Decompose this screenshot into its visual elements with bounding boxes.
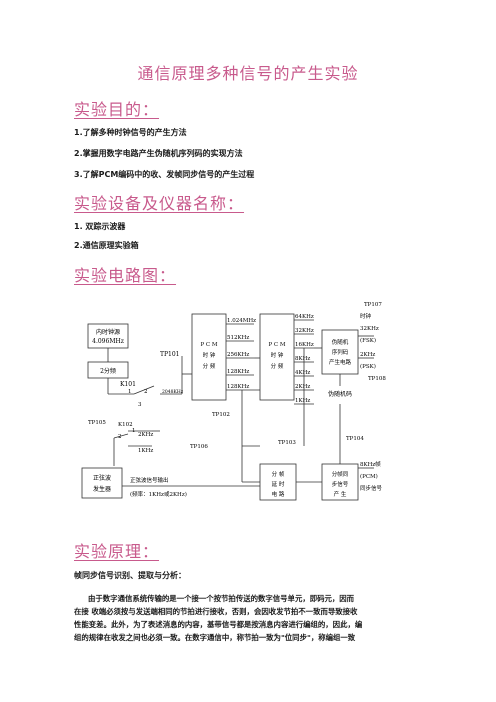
k102-freq2: 1KHz: [138, 448, 153, 454]
principle-line-2: 在接 收端必须按与发送端相同的节拍进行接收，否则，会因收发节拍不一致而导致接收: [74, 607, 358, 616]
tp106-label: TP106: [190, 444, 208, 450]
pcm2-label: P C M: [268, 342, 285, 348]
purpose-item-2: 2.掌握用数字电路产生伪随机序列码的实现方法: [74, 149, 243, 158]
k102-pos1: 1: [132, 428, 136, 434]
k101-pos1: 1: [128, 389, 132, 395]
frame-sync-label-3: 产 生: [334, 490, 347, 498]
purpose-item-3: 3.了解PCM编码中的收、发帧同步信号的产生过程: [74, 170, 255, 179]
pcm1-out-1: 1.024MHz: [227, 318, 256, 324]
principle-line-1: 由于数字通信系统传输的是一个接一个按节拍传送的数字信号单元，即码元，因而: [88, 594, 355, 603]
tp105-label: TP105: [88, 420, 106, 426]
sine-label-2: 发生器: [93, 485, 111, 493]
pcm2-label-2: 时 钟: [271, 351, 284, 359]
k101-pos2: 2: [144, 389, 148, 395]
pcm2-out-2: 32KHz: [295, 328, 314, 334]
clock-out-f2: 2KHz: [360, 352, 375, 358]
pcm1-label: P C M: [200, 342, 217, 348]
equipment-item-2: 2.通信原理实验箱: [74, 241, 139, 250]
tp107-label: TP107: [364, 302, 382, 308]
pcm1-out-4: 128KHz: [227, 369, 249, 375]
frame-sync-out-2: (PCM): [360, 473, 378, 480]
frame-delay-label-2: 延 时: [272, 480, 285, 488]
frame-delay-label-1: 分 帧: [272, 470, 285, 478]
k102-freq1: 2KHz: [138, 432, 153, 438]
principle-paragraph: 由于数字通信系统传输的是一个接一个按节拍传送的数字信号单元，即码元，因而 在接 …: [74, 592, 434, 644]
k101-freq: 2048KHz: [162, 389, 184, 395]
frame-delay-label-3: 电 路: [272, 490, 285, 498]
k101-label: K101: [120, 381, 136, 388]
pcm2-out-6: 2KHz: [295, 384, 310, 390]
clock-out-f1-note: (FSK): [360, 337, 376, 344]
principle-subheading: 帧同步信号识别、提取与分析：: [74, 571, 186, 580]
section-heading-purpose: 实验目的：: [74, 100, 160, 119]
pcm1-label-2: 时 钟: [203, 351, 216, 359]
frame-sync-out-1: 8KHz帧: [360, 460, 381, 468]
prbs-label-3: 产生电路: [329, 358, 352, 366]
prbs-output: 伪随机码: [328, 390, 352, 398]
sine-label-1: 正弦波: [93, 474, 111, 482]
clock-out-f2-note: (PSK): [360, 363, 376, 370]
principle-line-4: 组的规律在收发之间也必须一致。在数字通信中，称节拍一致为"位同步"，称编组一致: [74, 633, 356, 642]
clock-out-label: 时钟: [360, 312, 372, 320]
tp101-label: TP101: [160, 351, 180, 358]
pcm1-box: [191, 313, 227, 401]
equipment-item-1: 1. 双踪示波器: [74, 222, 126, 231]
pcm2-out-1: 64KHz: [295, 314, 314, 320]
pcm2-out-7: 1KHz: [295, 398, 310, 404]
tp103-label: TP103: [278, 440, 296, 446]
sine-box: [81, 467, 123, 499]
pcm2-out-4: 8KHz: [295, 356, 310, 362]
pcm1-out-2: 512KHz: [227, 335, 249, 341]
pcm2-label-3: 分 频: [271, 362, 284, 370]
tp108-label: TP108: [368, 376, 386, 382]
sine-out-1: 正弦波信号输出: [130, 476, 169, 484]
purpose-item-1: 1.了解多种时钟信号的产生方法: [74, 128, 187, 137]
principle-line-3: 性能变差。此外，为了表述消息的内容，基带信号都是按消息内容进行编组的，因此，编: [74, 620, 363, 629]
sine-out-2: (频率：1KHz或2KHz): [130, 490, 187, 498]
frame-sync-out-3: 同步信号: [360, 484, 383, 492]
pcm1-out-5: 128KHz: [227, 384, 249, 390]
clock-out-f1: 32KHz: [360, 326, 379, 332]
circuit-diagram: 内时钟源 4.096MHz 2分频 TP101 K101 1 2 3 2048K…: [81, 302, 386, 501]
section-heading-circuit: 实验电路图：: [74, 266, 177, 285]
pcm2-out-5: 4KHz: [295, 370, 310, 376]
k102-label: K102: [118, 422, 133, 428]
pcm2-out-3: 16KHz: [295, 342, 314, 348]
page-title: 通信原理多种信号的产生实验: [137, 64, 359, 83]
prbs-label-1: 伪随机: [332, 338, 349, 346]
k101-pos3: 3: [138, 402, 142, 408]
pcm1-out-3: 256KHz: [227, 352, 249, 358]
frame-sync-label-2: 步信号: [332, 480, 349, 488]
pcm2-box: [259, 313, 295, 401]
crystal-label-1: 内时钟源: [96, 328, 120, 336]
k102-pos2: 2: [118, 434, 122, 440]
pcm1-label-3: 分 频: [203, 362, 216, 370]
tp102-label: TP102: [212, 412, 230, 418]
frame-sync-label-1: 分帧同: [332, 470, 349, 478]
tp104-label: TP104: [346, 436, 364, 442]
section-heading-principle: 实验原理：: [74, 542, 160, 561]
div2-label: 2分频: [100, 367, 116, 375]
prbs-label-2: 序列码: [332, 348, 349, 356]
crystal-label-2: 4.096MHz: [92, 338, 124, 345]
section-heading-equipment: 实验设备及仪器名称：: [74, 194, 245, 213]
